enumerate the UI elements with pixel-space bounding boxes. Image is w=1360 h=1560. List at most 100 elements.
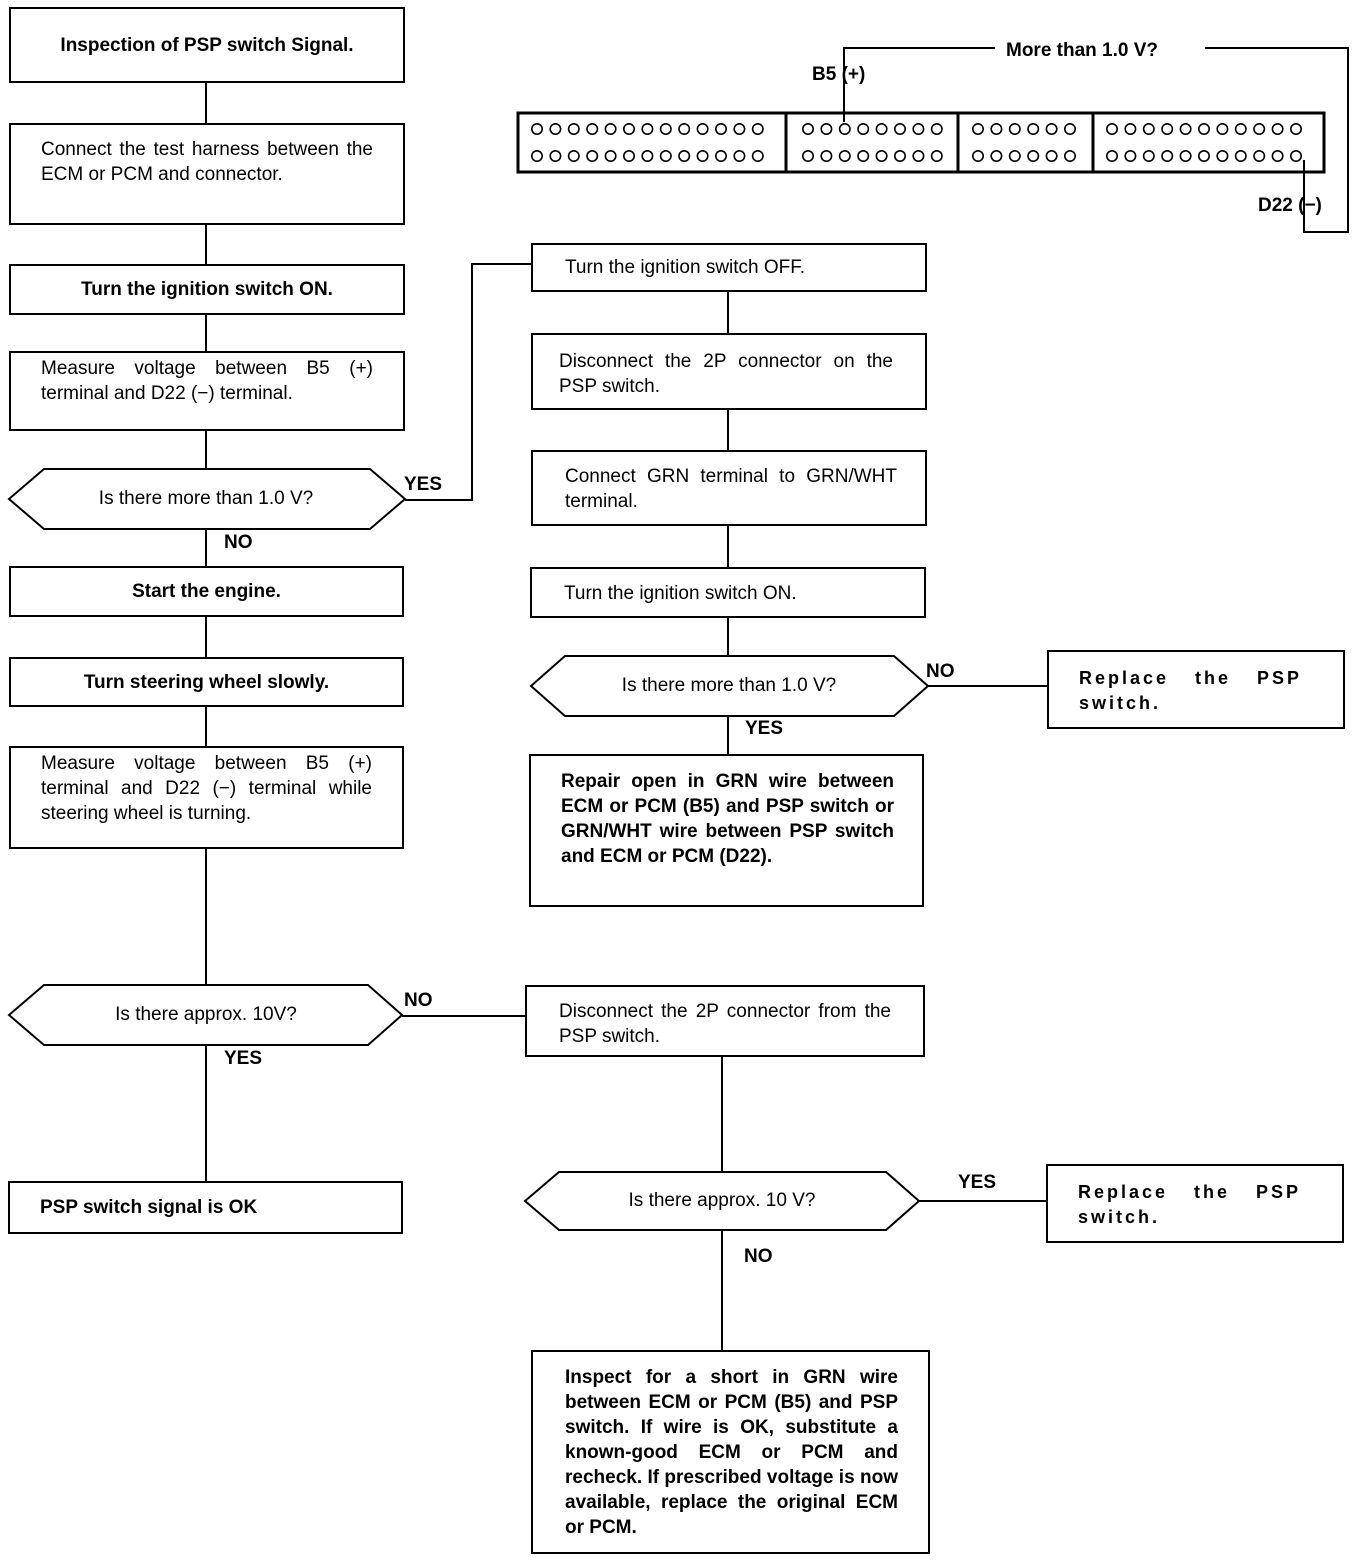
no-label: NO	[404, 990, 433, 1011]
connector-pin	[1142, 123, 1155, 136]
connector-pin	[1216, 123, 1229, 136]
start-engine-step: Start the engine.	[9, 566, 404, 617]
ignition-on-step: Turn the ignition switch ON.	[530, 567, 926, 618]
connector-pin	[1106, 150, 1119, 163]
connector-pin	[1216, 150, 1229, 163]
connector-pin	[1027, 150, 1040, 163]
connector-pin	[622, 123, 635, 136]
connector-pin	[1198, 123, 1211, 136]
connector-pin	[659, 123, 672, 136]
inspect-short-box: Inspect for a short in GRN wire between …	[531, 1350, 930, 1554]
connector-pin	[1253, 150, 1266, 163]
connector-pin	[1161, 150, 1174, 163]
connector-pin	[1198, 150, 1211, 163]
decision-more-than-1v: Is there more than 1.0 V?	[98, 488, 314, 509]
connector-pin	[838, 150, 851, 163]
connector-pin	[1253, 123, 1266, 136]
measure-while-turning-step: Measure voltage between B5 (+) terminal …	[9, 746, 404, 849]
connector-pin	[912, 123, 925, 136]
ignition-on-step: Turn the ignition switch ON.	[9, 264, 405, 315]
connector-pin	[567, 123, 580, 136]
connector-pin	[604, 123, 617, 136]
connector-pin	[875, 123, 888, 136]
connector-pin	[530, 150, 543, 163]
repair-open-box: Repair open in GRN wire between ECM or P…	[529, 754, 924, 907]
connector-pin	[838, 123, 851, 136]
connector-pin	[530, 123, 543, 136]
connector-pin	[1271, 123, 1284, 136]
decision-approx-10v: Is there approx. 10 V?	[628, 1190, 816, 1211]
disconnect-2p-step: Disconnect the 2P connector from the PSP…	[525, 985, 925, 1057]
connector-pin	[1290, 150, 1303, 163]
ignition-off-step: Turn the ignition switch OFF.	[531, 243, 927, 292]
connector-pin	[893, 150, 906, 163]
connector-pin	[990, 150, 1003, 163]
d22-terminal-label: D22 (−)	[1258, 195, 1322, 216]
connector-pin	[1161, 123, 1174, 136]
connector-pin	[912, 150, 925, 163]
connector-pin	[586, 123, 599, 136]
connector-pin	[714, 150, 727, 163]
yes-label: YES	[224, 1048, 263, 1069]
connector-pin	[1124, 150, 1137, 163]
measure-voltage-step: Measure voltage between B5 (+) terminal …	[9, 351, 405, 431]
connector-pin	[930, 123, 943, 136]
no-label: NO	[224, 532, 253, 553]
connector-pin	[1008, 150, 1021, 163]
connector-pin	[990, 123, 1003, 136]
disconnect-2p-step: Disconnect the 2P connector on the PSP s…	[531, 333, 927, 410]
connector-pin	[733, 123, 746, 136]
connector-pin	[857, 123, 870, 136]
connector-pin	[1179, 123, 1192, 136]
connector-pin	[820, 123, 833, 136]
connector-pin	[751, 123, 764, 136]
replace-psp-switch-box: Replace the PSP switch.	[1047, 650, 1345, 729]
connector-pin	[1045, 123, 1058, 136]
connector-pin	[678, 150, 691, 163]
ecm-pcm-connector	[516, 111, 1326, 174]
connector-voltage-question: More than 1.0 V?	[1006, 40, 1159, 61]
connector-pin	[678, 123, 691, 136]
connector-pin	[1234, 150, 1247, 163]
decision-shape	[7, 468, 407, 530]
connector-pin	[567, 150, 580, 163]
connector-pin	[1008, 123, 1021, 136]
connector-pin	[586, 150, 599, 163]
connector-pin	[1179, 150, 1192, 163]
connector-pin	[875, 150, 888, 163]
yes-label: YES	[745, 718, 784, 739]
turn-steering-step: Turn steering wheel slowly.	[9, 657, 404, 707]
b5-terminal-label: B5 (+)	[812, 64, 866, 85]
connector-pin	[1271, 150, 1284, 163]
connector-pin	[1027, 123, 1040, 136]
connector-pin	[1064, 150, 1077, 163]
connector-pin	[659, 150, 672, 163]
yes-label: YES	[958, 1172, 997, 1193]
connector-pin	[751, 150, 764, 163]
connector-pin	[801, 123, 814, 136]
connector-pin	[1106, 123, 1119, 136]
connector-pin	[604, 150, 617, 163]
connector-pin	[641, 150, 654, 163]
connect-harness-step: Connect the test harness between the ECM…	[9, 123, 405, 225]
decision-approx-10v: Is there approx. 10V?	[115, 1004, 297, 1025]
decision-shape	[523, 1171, 921, 1231]
replace-psp-switch-box: Replace the PSP switch.	[1046, 1164, 1344, 1243]
connector-pin	[971, 150, 984, 163]
connector-pin	[1045, 150, 1058, 163]
no-label: NO	[926, 661, 955, 682]
decision-more-than-1v: Is there more than 1.0 V?	[621, 675, 837, 696]
connector-pin	[971, 123, 984, 136]
connector-pin	[549, 150, 562, 163]
connector-pin	[641, 123, 654, 136]
connector-pin	[696, 150, 709, 163]
connector-pin	[1064, 123, 1077, 136]
connector-pin	[549, 123, 562, 136]
connector-pin	[733, 150, 746, 163]
connector-pin	[893, 123, 906, 136]
no-label: NO	[744, 1246, 773, 1267]
connect-grn-step: Connect GRN terminal to GRN/WHT terminal…	[531, 450, 927, 526]
connector-pin	[857, 150, 870, 163]
connector-pin	[714, 123, 727, 136]
